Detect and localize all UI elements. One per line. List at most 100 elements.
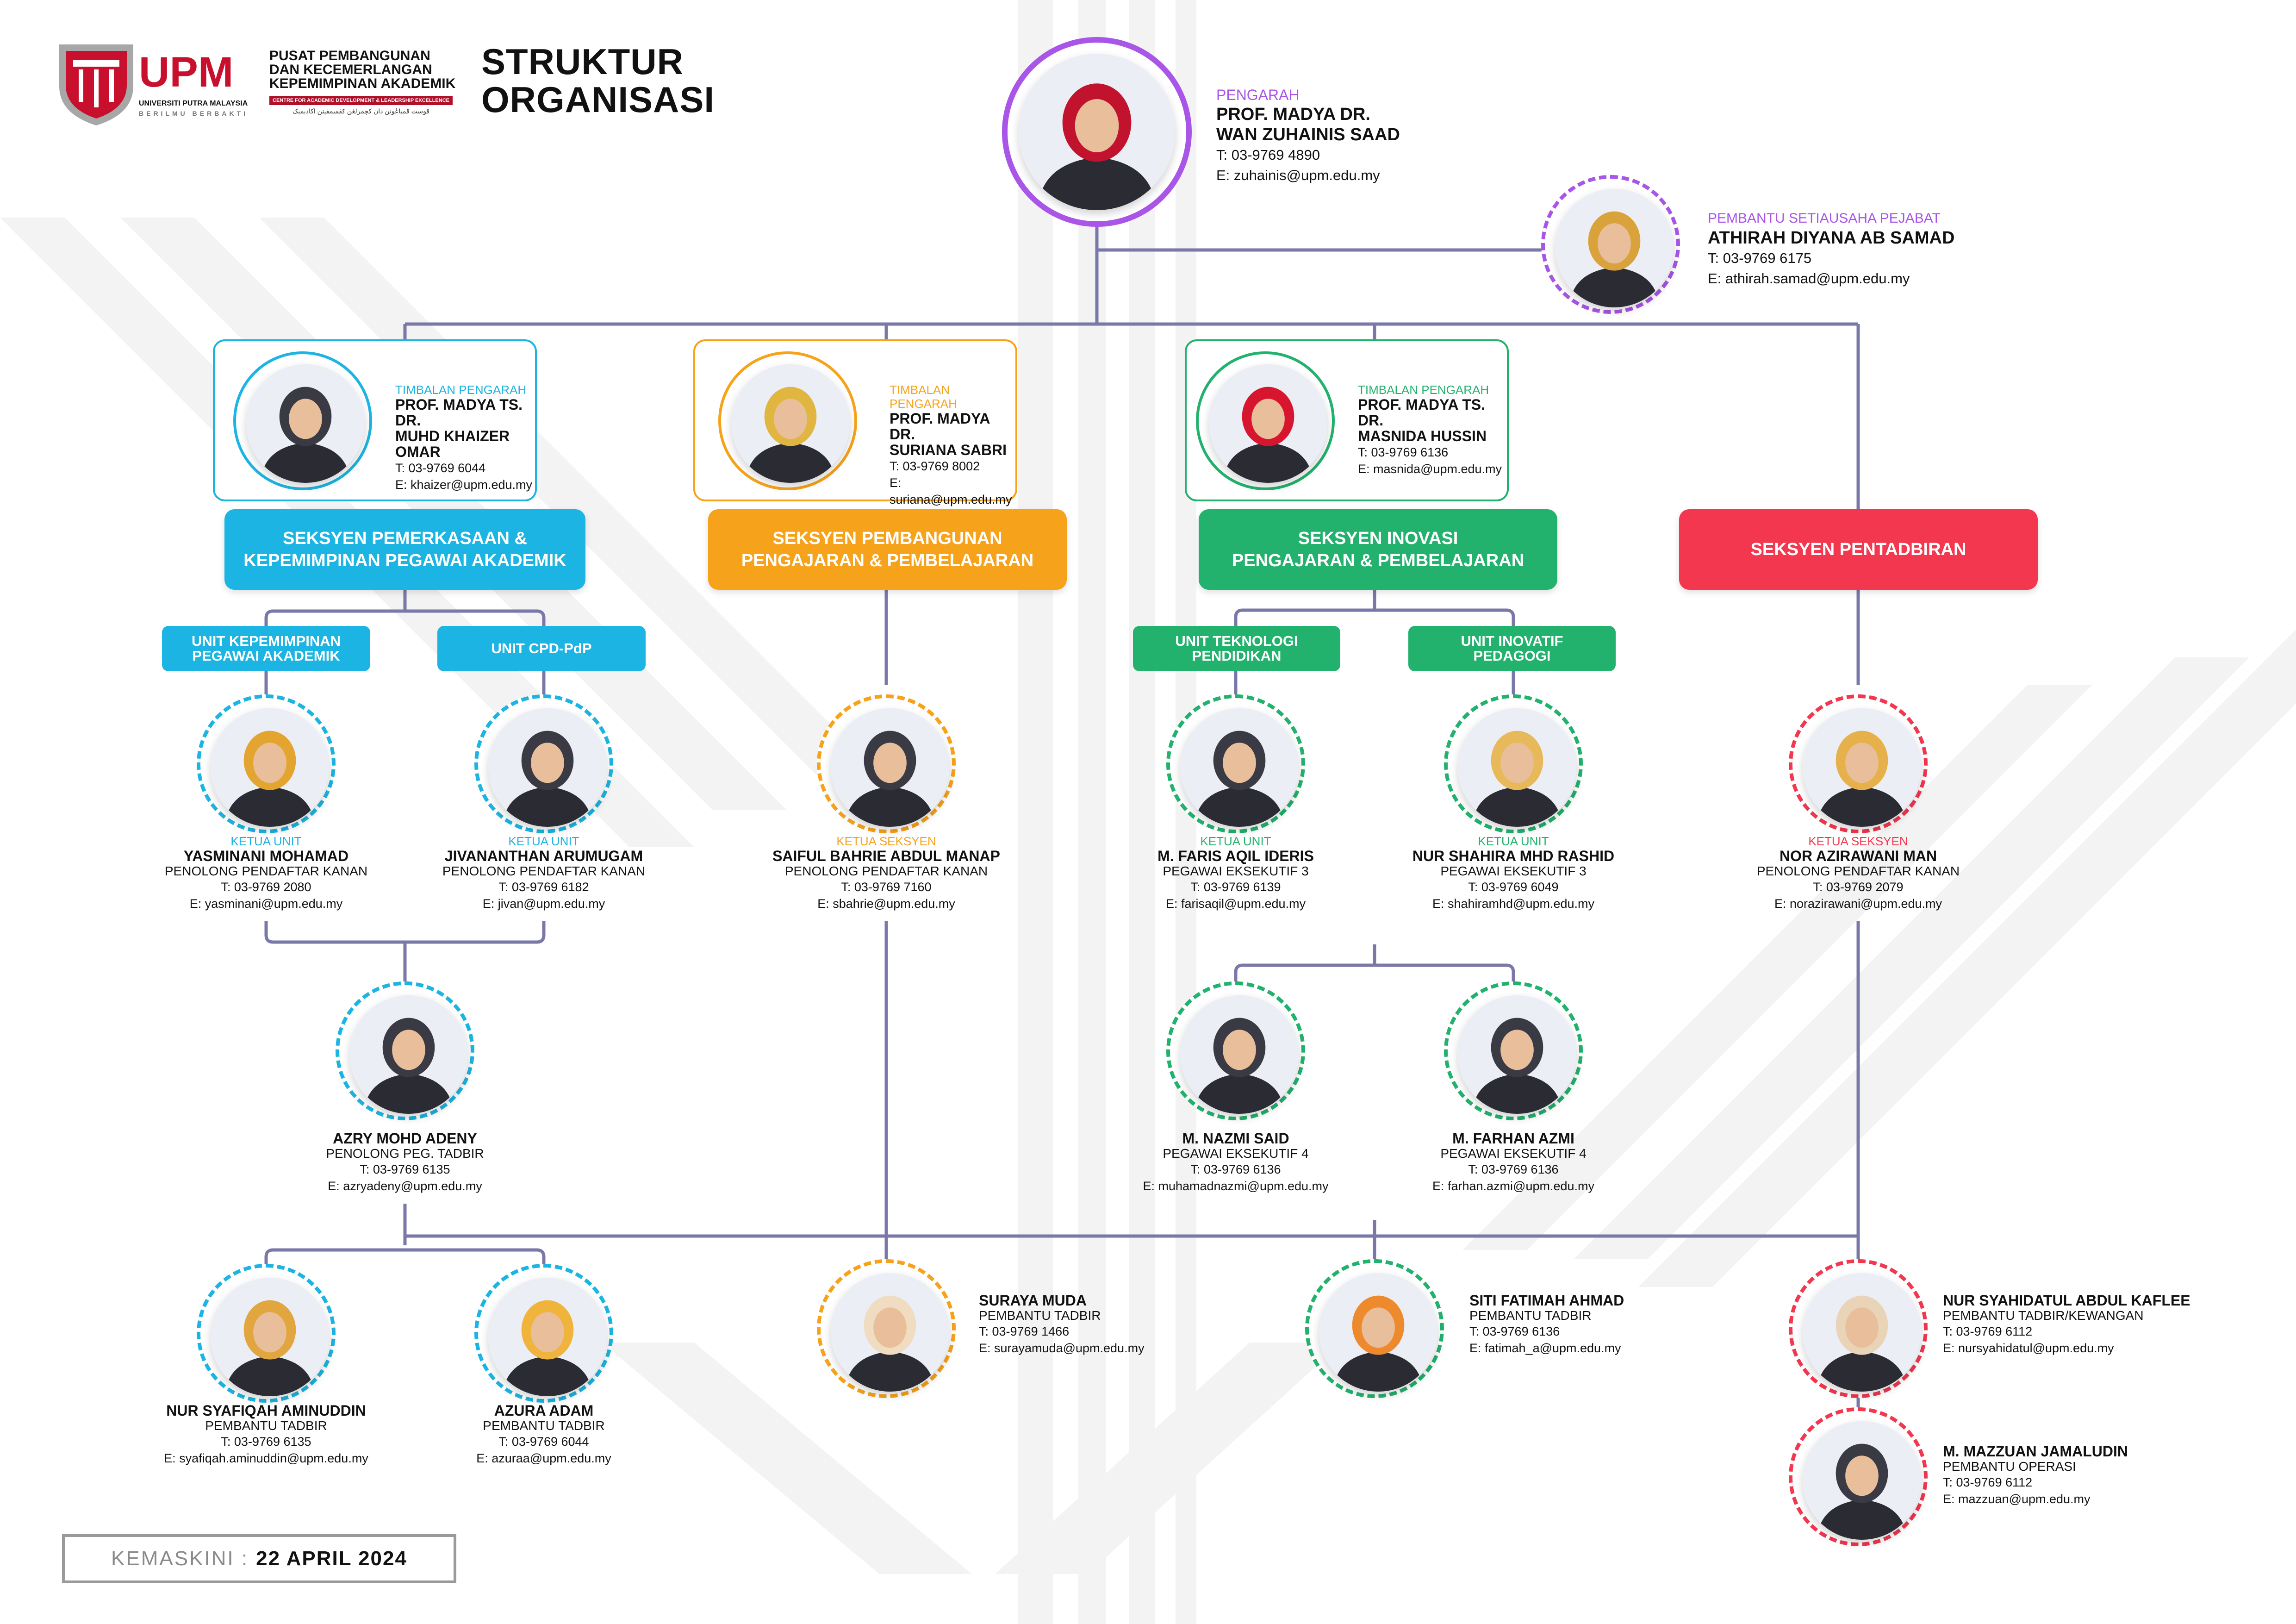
director-info: PENGARAH PROF. MADYA DR. WAN ZUHAINIS SA… [1216, 86, 1400, 186]
secretary-photo [1541, 175, 1680, 314]
saiful-photo [817, 694, 956, 833]
deputy-2-role: TIMBALAN PENGARAH [890, 383, 957, 411]
portrait-image [488, 708, 607, 827]
yasminani-info: KETUA UNIT YASMINANI MOHAMAD PENOLONG PE… [164, 834, 368, 911]
updated-label: KEMASKINI : [111, 1547, 249, 1570]
director-role: PENGARAH [1216, 87, 1300, 103]
deputy-3-email: E: masnida@upm.edu.my [1358, 462, 1502, 476]
secretary-phone: T: 03-9769 6175 [1708, 250, 1812, 266]
director-name: PROF. MADYA DR. WAN ZUHAINIS SAAD [1216, 105, 1400, 144]
deputy-1-name: PROF. MADYA TS. DR.MUHD KHAIZER OMAR [395, 396, 523, 460]
logo-abbr: UPM [139, 49, 234, 96]
syafiqah-photo [197, 1264, 336, 1403]
azura-info: AZURA ADAM PEMBANTU TADBIR T: 03-9769 60… [476, 1402, 611, 1465]
deputy-3-role: TIMBALAN PENGARAH [1358, 383, 1489, 397]
director-email: E: zuhainis@upm.edu.my [1216, 167, 1380, 183]
updated-date: 22 APRIL 2024 [256, 1547, 407, 1570]
director-phone: T: 03-9769 4890 [1216, 147, 1320, 163]
secretary-email: E: athirah.samad@upm.edu.my [1708, 270, 1910, 287]
secretary-name: ATHIRAH DIYANA AB SAMAD [1708, 228, 1955, 248]
deputy-2-phone: T: 03-9769 8002 [890, 459, 980, 473]
logo-university: UNIVERSITI PUTRA MALAYSIA [139, 100, 248, 107]
syafiqah-info: NUR SYAFIQAH AMINUDDIN PEMBANTU TADBIR T… [164, 1402, 368, 1465]
farhan-info: M. FARHAN AZMI PEGAWAI EKSEKUTIF 4 T: 03… [1432, 1130, 1595, 1193]
deputy-2-name: PROF. MADYA DR.SURIANA SABRI [890, 410, 1007, 458]
suraya-photo [817, 1259, 956, 1398]
azry-photo [336, 981, 474, 1120]
saiful-info: KETUA SEKSYEN SAIFUL BAHRIE ABDUL MANAP … [772, 834, 1000, 911]
nazmi-photo [1166, 981, 1305, 1120]
portrait-image [211, 1278, 329, 1396]
deputy-1-role: TIMBALAN PENGARAH [395, 383, 527, 397]
shahira-photo [1444, 694, 1583, 833]
nazmi-info: M. NAZMI SAID PEGAWAI EKSEKUTIF 4 T: 03-… [1143, 1130, 1329, 1193]
centre-name-english: CENTRE FOR ACADEMIC DEVELOPMENT & LEADER… [269, 96, 453, 105]
centre-name: PUSAT PEMBANGUNAN DAN KECEMERLANGAN KEPE… [269, 48, 456, 91]
deputy-3-info: TIMBALAN PENGARAH PROF. MADYA TS. DR.MAS… [1358, 383, 1507, 477]
portrait-image [1458, 708, 1576, 827]
portrait-image [488, 1278, 607, 1396]
deputy-3-photo [1196, 351, 1335, 490]
portrait-image [1803, 708, 1921, 827]
portrait-image [1803, 1273, 1921, 1392]
deputy-2-info: TIMBALAN PENGARAH PROF. MADYA DR.SURIANA… [890, 383, 1015, 508]
unit-cpd-pdp: UNIT CPD-PdP [437, 626, 646, 671]
portrait-image [211, 708, 329, 827]
portrait-image [246, 364, 365, 483]
deputy-1-phone: T: 03-9769 6044 [395, 461, 486, 475]
deputy-card-2: TIMBALAN PENGARAH PROF. MADYA DR.SURIANA… [693, 339, 1017, 506]
page-title: STRUKTUR ORGANISASI [481, 41, 715, 120]
jivan-photo [474, 694, 613, 833]
portrait-image [1803, 1421, 1921, 1540]
director-photo [1002, 37, 1192, 227]
norazirawani-info: KETUA SEKSYEN NOR AZIRAWANI MAN PENOLONG… [1756, 834, 1960, 911]
portrait-image [831, 708, 949, 827]
farhan-photo [1444, 981, 1583, 1120]
syahidatul-info: NUR SYAHIDATUL ABDUL KAFLEE PEMBANTU TAD… [1943, 1292, 2190, 1355]
deputy-1-photo [233, 351, 372, 490]
deputy-3-phone: T: 03-9769 6136 [1358, 445, 1449, 459]
section-pemerkasaan: SEKSYEN PEMERKASAAN &KEPEMIMPINAN PEGAWA… [224, 509, 585, 590]
fatimah-photo [1305, 1259, 1444, 1398]
mazzuan-info: M. MAZZUAN JAMALUDIN PEMBANTU OPERASI T:… [1943, 1443, 2128, 1506]
deputy-1-email: E: khaizer@upm.edu.my [395, 478, 533, 492]
portrait-image [1209, 364, 1327, 483]
faris-info: KETUA UNIT M. FARIS AQIL IDERIS PEGAWAI … [1157, 834, 1314, 911]
portrait-image [1019, 54, 1175, 210]
logo-motto: BERILMU BERBAKTI [139, 110, 248, 117]
azura-photo [474, 1264, 613, 1403]
syahidatul-photo [1789, 1259, 1928, 1398]
updated-date-box: KEMASKINI : 22 APRIL 2024 [62, 1534, 456, 1583]
portrait-image [1458, 995, 1576, 1114]
secretary-info: PEMBANTU SETIAUSAHA PEJABAT ATHIRAH DIYA… [1708, 209, 1954, 289]
section-pentadbiran: SEKSYEN PENTADBIRAN [1679, 509, 2038, 590]
portrait-image [1319, 1273, 1437, 1392]
suraya-info: SURAYA MUDA PEMBANTU TADBIR T: 03-9769 1… [979, 1292, 1145, 1355]
deputy-card-3: TIMBALAN PENGARAH PROF. MADYA TS. DR.MAS… [1185, 339, 1509, 501]
deputy-1-info: TIMBALAN PENGARAH PROF. MADYA TS. DR.MUH… [395, 383, 535, 493]
yasminani-photo [197, 694, 336, 833]
azry-info: AZRY MOHD ADENY PENOLONG PEG. TADBIR T: … [326, 1130, 484, 1193]
portrait-image [731, 364, 850, 483]
portrait-image [831, 1273, 949, 1392]
portrait-image [349, 995, 468, 1114]
shahira-info: KETUA UNIT NUR SHAHIRA MHD RASHID PEGAWA… [1412, 834, 1615, 911]
portrait-image [1180, 995, 1299, 1114]
upm-logo [55, 40, 138, 128]
faris-photo [1166, 694, 1305, 833]
jivan-info: KETUA UNIT JIVANANTHAN ARUMUGAM PENOLONG… [442, 834, 646, 911]
portrait-image [1180, 708, 1299, 827]
norazirawani-photo [1789, 694, 1928, 833]
deputy-2-email: E: suriana@upm.edu.my [890, 476, 1012, 506]
centre-name-jawi: ڤوست ڤمباڠونن دان کچمرلڠن کڤميمڤينن اکاد… [292, 107, 430, 115]
fatimah-info: SITI FATIMAH AHMAD PEMBANTU TADBIR T: 03… [1469, 1292, 1624, 1355]
deputy-2-photo [718, 351, 857, 490]
deputy-card-1: TIMBALAN PENGARAH PROF. MADYA TS. DR.MUH… [213, 339, 537, 501]
deputy-3-name: PROF. MADYA TS. DR.MASNIDA HUSSIN [1358, 396, 1487, 444]
